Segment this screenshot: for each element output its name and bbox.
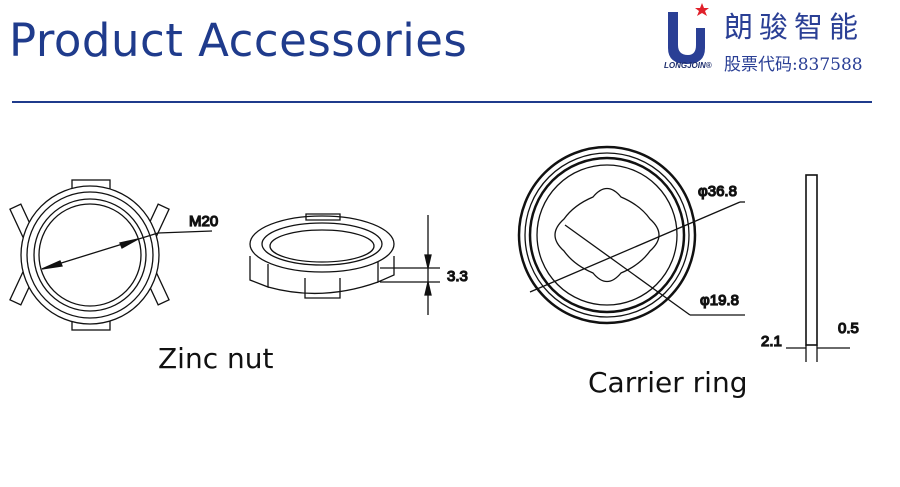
plate-thickness-label: 0.5	[838, 320, 859, 337]
carrier-ring-side-view	[786, 174, 850, 362]
carrier-ring-front-view	[517, 145, 745, 325]
zinc-nut-top-view	[9, 179, 213, 331]
logo-company-name: 朗骏智能	[724, 10, 865, 44]
page-title: Product Accessories	[9, 14, 468, 67]
zinc-nut-side-view	[249, 213, 440, 315]
logo-brand: LONGJOIN®	[664, 61, 712, 70]
ring-thickness-label: 2.1	[761, 333, 782, 350]
outer-diameter-label: φ36.8	[698, 183, 737, 200]
inner-diameter-label: φ19.8	[700, 292, 739, 309]
carrier-ring-caption: Carrier ring	[588, 366, 748, 399]
thickness-label: 3.3	[447, 268, 468, 285]
m20-label: M20	[189, 213, 218, 230]
header-divider	[12, 101, 872, 103]
logo-stock-code: 股票代码:837588	[724, 55, 863, 75]
zinc-nut-caption: Zinc nut	[158, 342, 274, 375]
